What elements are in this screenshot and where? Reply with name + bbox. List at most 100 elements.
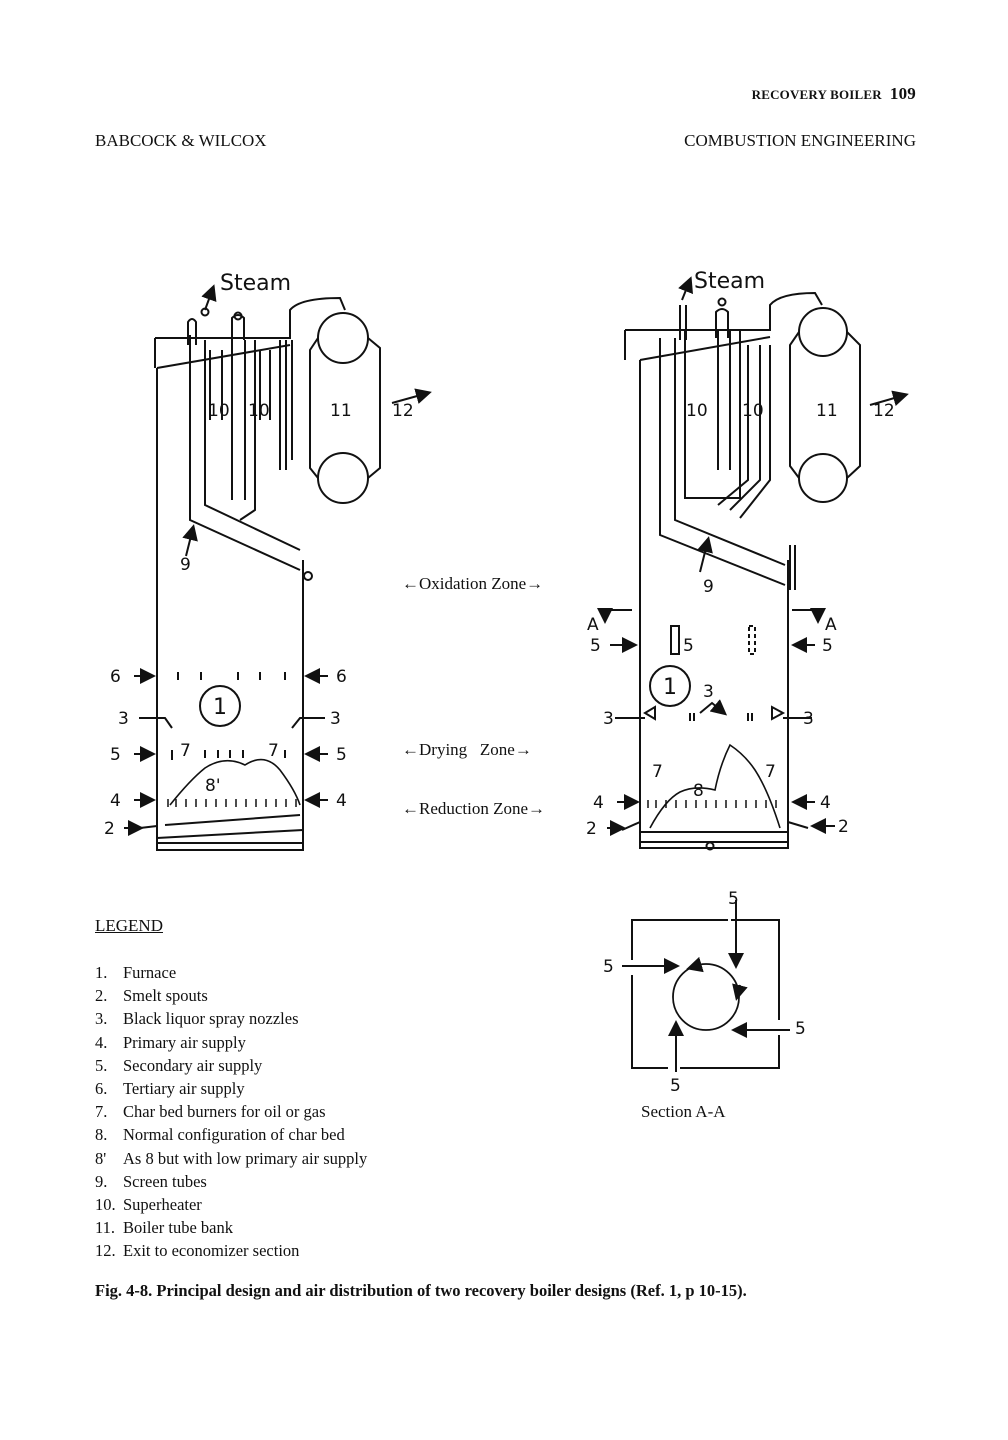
legend-item-number: 4. bbox=[95, 1032, 108, 1052]
right-label-10b: 10 bbox=[742, 401, 764, 421]
legend-item-number: 8' bbox=[95, 1148, 107, 1168]
legend-item-number: 7. bbox=[95, 1102, 108, 1122]
right-furnace-marker bbox=[649, 665, 691, 707]
right-label-4b: 4 bbox=[820, 793, 831, 813]
left-label-10: 10 bbox=[208, 401, 230, 421]
left-label-10b: 10 bbox=[248, 401, 270, 421]
legend-item-text: Black liquor spray nozzles bbox=[123, 1009, 299, 1029]
left-label-5b: 5 bbox=[336, 745, 347, 765]
left-label-4: 4 bbox=[110, 791, 121, 811]
section-a-a-label: Section A-A bbox=[641, 1102, 726, 1121]
left-label-1: 1 bbox=[213, 695, 227, 720]
legend-item-text: Char bed burners for oil or gas bbox=[123, 1102, 326, 1122]
left-label-5: 5 bbox=[110, 745, 121, 765]
section-label-5-left: 5 bbox=[603, 957, 614, 977]
legend-item: 10.Superheater bbox=[95, 1193, 367, 1216]
oxidation-zone-label: ←Oxidation Zone→ bbox=[402, 574, 543, 593]
left-label-11: 11 bbox=[330, 401, 352, 421]
left-label-4b: 4 bbox=[336, 791, 347, 811]
left-boiler-diagram bbox=[139, 296, 381, 851]
left-steam-label: Steam bbox=[220, 271, 291, 296]
left-label-8p: 8' bbox=[205, 776, 221, 796]
right-label-10: 10 bbox=[686, 401, 708, 421]
section-label-5-top: 5 bbox=[728, 889, 739, 909]
left-furnace-marker bbox=[199, 685, 241, 727]
right-label-7: 7 bbox=[652, 762, 663, 782]
right-label-2b: 2 bbox=[838, 817, 849, 837]
right-label-3b: 3 bbox=[803, 709, 814, 729]
legend-item-number: 6. bbox=[95, 1079, 108, 1099]
legend-list: 1. Furnace 2. Smelt spouts 3. Black liquor sp… bbox=[95, 961, 367, 1263]
legend-title: LEGEND bbox=[95, 916, 163, 935]
right-label-11: 11 bbox=[816, 401, 838, 421]
right-label-1: 1 bbox=[663, 675, 677, 700]
left-label-12: 12 bbox=[392, 401, 414, 421]
left-nozzle-rows bbox=[167, 672, 297, 807]
left-air-arrows bbox=[124, 284, 432, 836]
legend-item-number: 9. bbox=[95, 1171, 108, 1191]
right-steam-label: Steam bbox=[694, 269, 765, 294]
legend-item: 12. Exit to economizer section bbox=[95, 1239, 367, 1262]
left-label-7: 7 bbox=[180, 741, 191, 761]
left-label-3b: 3 bbox=[330, 709, 341, 729]
figure-caption: Fig. 4-8. Principal design and air distr… bbox=[95, 1281, 747, 1300]
legend-item-text: Primary air supply bbox=[123, 1032, 246, 1052]
legend-item-text: Tertiary air supply bbox=[123, 1079, 245, 1099]
legend-item-text: Smelt spouts bbox=[123, 986, 208, 1006]
legend-item-text: Secondary air supply bbox=[123, 1055, 263, 1075]
right-label-a: A bbox=[587, 615, 599, 635]
legend-item-number: 8. bbox=[95, 1125, 108, 1145]
section-label-5-right: 5 bbox=[795, 1019, 806, 1039]
right-label-4: 4 bbox=[593, 793, 604, 813]
legend-item: 8. Normal configuration of char bed bbox=[95, 1123, 367, 1146]
left-label-3: 3 bbox=[118, 709, 129, 729]
right-label-5b: 5 bbox=[822, 636, 833, 656]
legend-item-number: 1. bbox=[95, 963, 108, 982]
left-diagram-title: BABCOCK & WILCOX bbox=[95, 131, 267, 150]
right-label-8: 8 bbox=[693, 781, 704, 801]
right-nozzle-rows bbox=[647, 713, 777, 808]
reduction-zone-label: ←Reduction Zone→ bbox=[402, 799, 545, 818]
right-boiler-diagram bbox=[621, 291, 861, 851]
left-label-6b: 6 bbox=[336, 667, 347, 687]
legend-item-text: Normal configuration of char bed bbox=[123, 1125, 345, 1145]
left-label-2: 2 bbox=[104, 819, 115, 839]
legend-item-text: Exit to economizer section bbox=[123, 1241, 300, 1261]
page-number: 109 bbox=[889, 84, 916, 103]
legend-item: 5. Secondary air supply bbox=[95, 1054, 367, 1077]
left-label-9: 9 bbox=[180, 555, 191, 575]
legend-item: 1. Furnace bbox=[95, 961, 367, 984]
legend-item: 6. Tertiary air supply bbox=[95, 1077, 367, 1100]
legend-item: 8' As 8 but with low primary air supply bbox=[95, 1147, 367, 1170]
legend-item: 4. Primary air supply bbox=[95, 1031, 367, 1054]
right-label-5: 5 bbox=[590, 636, 601, 656]
legend-item: 2. Smelt spouts bbox=[95, 984, 367, 1007]
left-label-6: 6 bbox=[110, 667, 121, 687]
right-air-arrows bbox=[597, 276, 909, 836]
legend-item-text: Screen tubes bbox=[123, 1171, 207, 1191]
right-label-a-b: A bbox=[825, 615, 837, 635]
right-label-3: 3 bbox=[603, 709, 614, 729]
section-a-a-diagram bbox=[622, 900, 790, 1072]
legend-item-number: 12. bbox=[95, 1241, 116, 1261]
legend-item-number: 11. bbox=[95, 1218, 116, 1238]
right-label-2: 2 bbox=[586, 819, 597, 839]
legend-item: 9. Screen tubes bbox=[95, 1170, 367, 1193]
right-label-5c: 5 bbox=[683, 636, 694, 656]
right-diagram-title: COMBUSTION ENGINEERING bbox=[684, 131, 916, 150]
legend-item-number: 5. bbox=[95, 1055, 108, 1075]
right-label-9: 9 bbox=[703, 577, 714, 597]
right-label-12: 12 bbox=[873, 401, 895, 421]
legend-item-text: As 8 but with low primary air supply bbox=[123, 1148, 368, 1168]
drying-zone-label: ←Drying Zone→ bbox=[402, 740, 532, 759]
legend-item: 7. Char bed burners for oil or gas bbox=[95, 1100, 367, 1123]
legend-item-text: Furnace bbox=[123, 963, 177, 982]
legend-item: 11.Boiler tube bank bbox=[95, 1216, 367, 1239]
legend-item-number: 3. bbox=[95, 1009, 108, 1029]
legend-item: 3. Black liquor spray nozzles bbox=[95, 1007, 367, 1030]
legend-item-number: 10. bbox=[95, 1195, 116, 1215]
section-label-5-bottom: 5 bbox=[670, 1076, 681, 1096]
legend-item-number: 2. bbox=[95, 986, 108, 1006]
